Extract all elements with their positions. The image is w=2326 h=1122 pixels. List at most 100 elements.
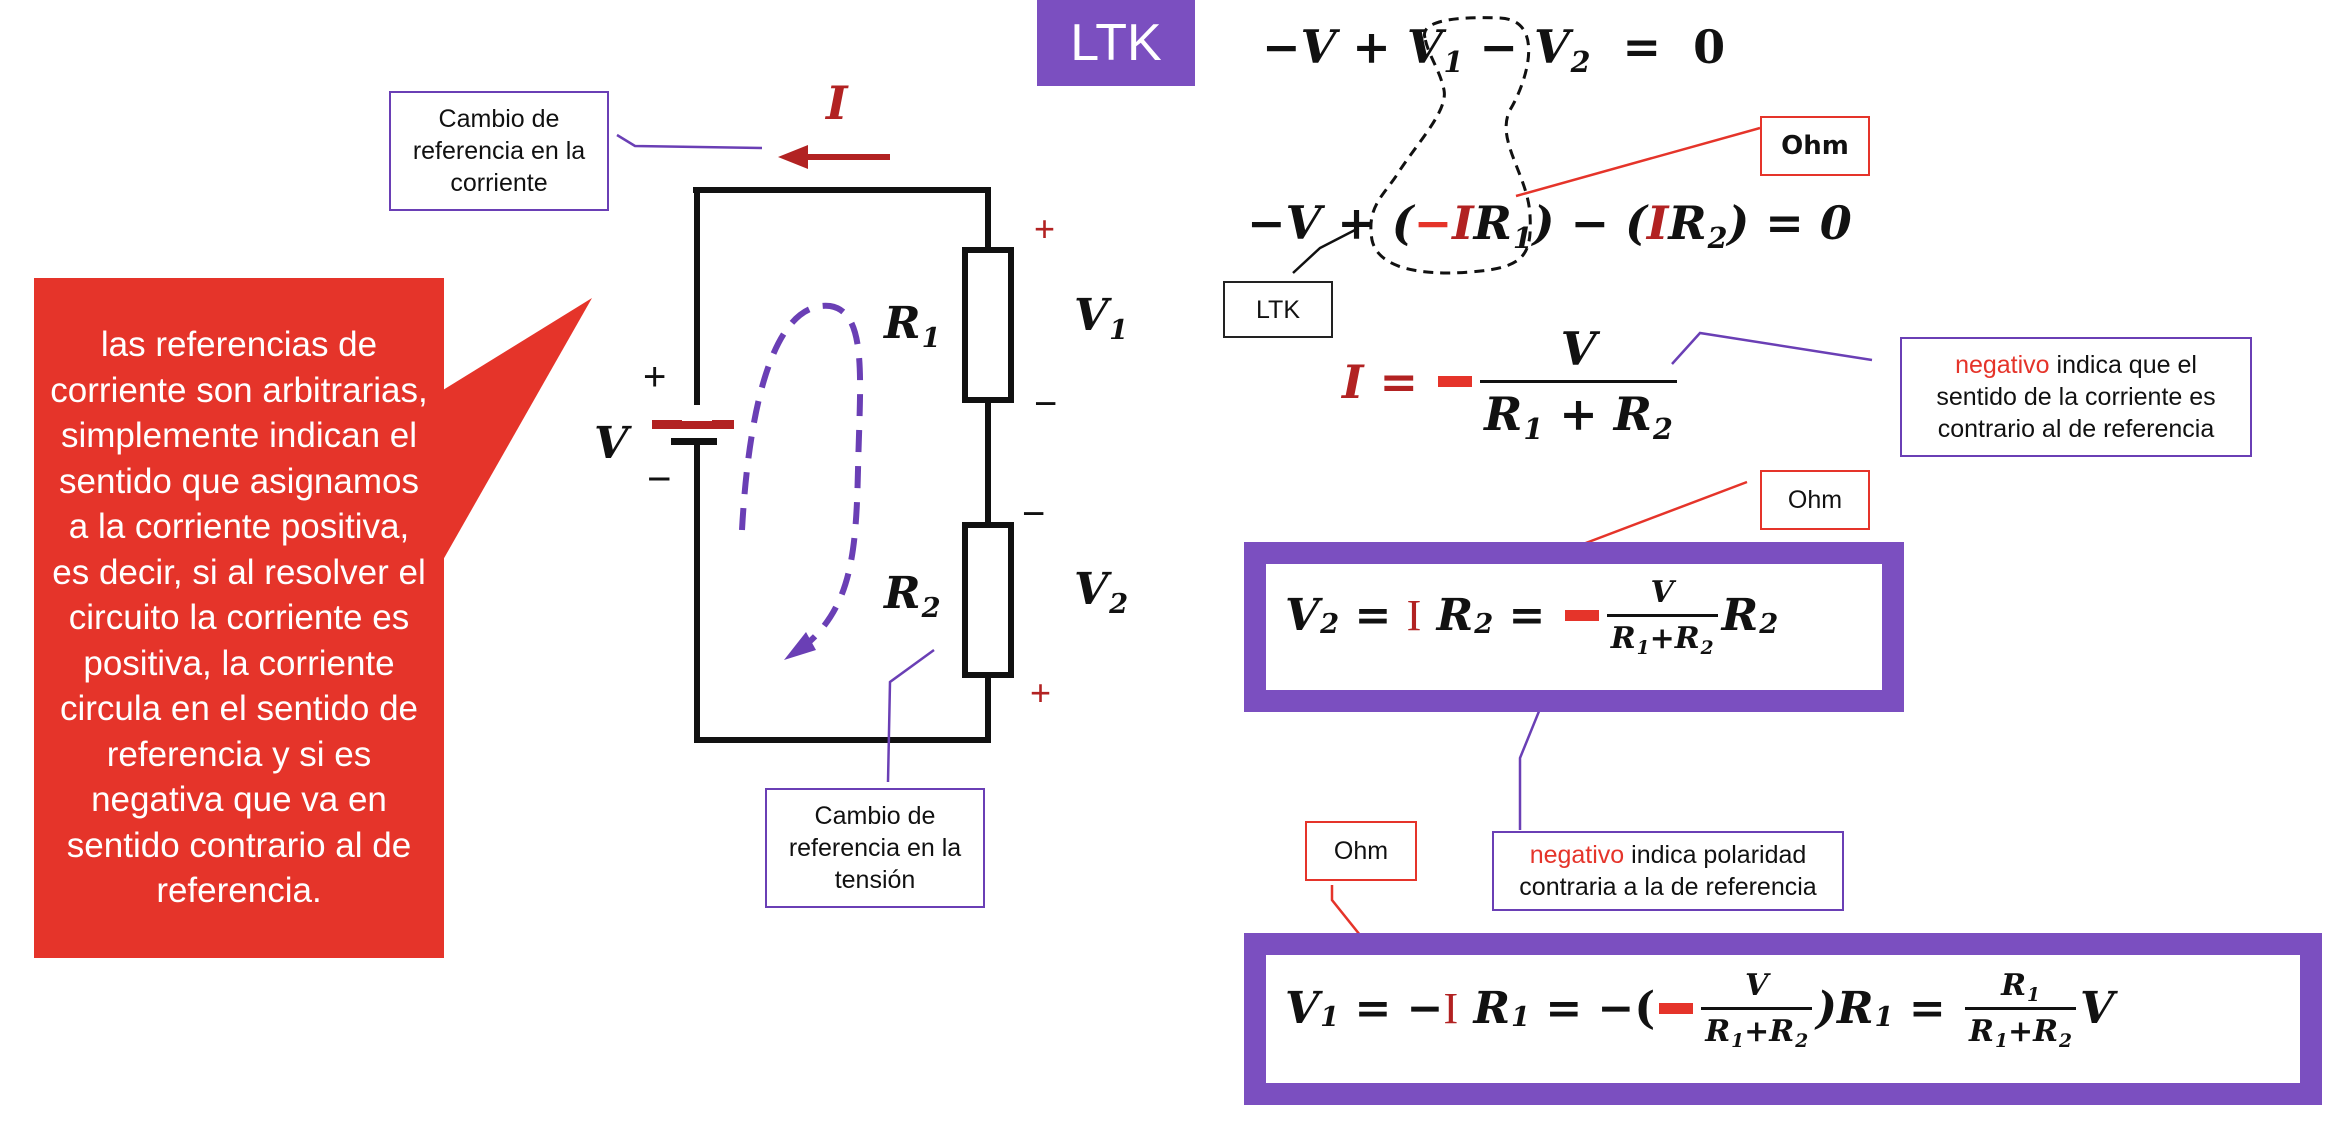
eq5-negative-dash — [1659, 1003, 1694, 1014]
eq5-den: R1+R2 — [1701, 1010, 1812, 1052]
r2-minus: − — [1022, 492, 1046, 536]
eq2-i: I — [1452, 196, 1474, 250]
eq1-part-b: − — [1463, 20, 1534, 74]
eq2-i2: I — [1646, 196, 1669, 250]
r2-plus: + — [1030, 672, 1052, 713]
r2-letter: R — [884, 568, 921, 619]
eq5-den-plus: +R — [1744, 1014, 1795, 1049]
eq4-lhs-sub: 2 — [1320, 608, 1340, 641]
note-current-reference: Cambio de referencia en la corriente — [389, 91, 609, 211]
eq4-eq2: = — [1493, 590, 1561, 641]
eq4-i: I — [1406, 591, 1422, 640]
eq3-fraction: V R1 + R2 — [1480, 322, 1677, 446]
eq4-r-sub: 2 — [1474, 608, 1494, 641]
note-ltk: LTK — [1223, 281, 1333, 338]
eq4-den: R1+R2 — [1607, 617, 1718, 659]
eq5-r-sub: 1 — [1511, 1001, 1531, 1034]
eq5-num2: R1 — [1965, 968, 2076, 1010]
equation-kvl: −V + V1 − V2 = 0 — [1262, 20, 1725, 79]
source-plus: + — [643, 355, 667, 399]
eq3-i: I — [1342, 354, 1364, 409]
r1-plus: + — [1034, 208, 1056, 249]
eq5-num2-sub: 1 — [2027, 984, 2040, 1006]
eq3-eq: = — [1363, 354, 1435, 409]
eq3-negative-dash — [1438, 376, 1473, 387]
eq3-den-sub1: 1 — [1523, 412, 1544, 447]
r1-minus: − — [1034, 382, 1058, 426]
eq2-r1: R — [1473, 196, 1512, 250]
v2-letter: V — [1074, 564, 1109, 615]
frame-v2-inner — [1266, 564, 1882, 690]
eq2-r2-sub: 2 — [1707, 221, 1728, 256]
eq2-part-c: ) = 0 — [1727, 196, 1852, 250]
eq4-tail: R — [1721, 590, 1759, 641]
eq5-tail: V — [2079, 983, 2115, 1034]
note-ohm-1-text: Ohm — [1787, 486, 1843, 514]
eq4-eq: = — [1339, 590, 1407, 641]
eq2-part-b: ) − ( — [1532, 196, 1647, 250]
v1-label: V1 — [1074, 290, 1128, 346]
eq5-lhs: V — [1285, 983, 1320, 1034]
r2-sub: 2 — [921, 591, 941, 624]
eq4-den-plus: +R — [1649, 621, 1700, 656]
eq5-fraction: V R1+R2 — [1701, 968, 1813, 1052]
eq2-r1-sub: 1 — [1512, 221, 1533, 256]
eq4-negative-dash — [1564, 610, 1599, 621]
eq5-eq: = − — [1339, 983, 1444, 1034]
r1-letter: R — [884, 298, 921, 349]
eq3-den-sub2: 2 — [1653, 412, 1673, 447]
eq5-close-sub: 1 — [1874, 1001, 1894, 1034]
ltk-tag: LTK — [1037, 0, 1195, 86]
v1-sub: 1 — [1109, 313, 1129, 346]
eq4-tail-sub: 2 — [1759, 608, 1779, 641]
eq2-neg: − — [1413, 196, 1453, 250]
eq5-r: R — [1458, 983, 1511, 1034]
eq5-den2-r: R — [1969, 1014, 1994, 1049]
loop-path — [739, 302, 864, 653]
v2-label: V2 — [1074, 564, 1128, 620]
v1-letter: V — [1074, 290, 1109, 341]
explanation-callout: las referencias de corriente son arbitra… — [34, 278, 444, 958]
eq5-den2-sub1: 1 — [1994, 1030, 2008, 1052]
note-ohm-1: Ohm — [1760, 470, 1870, 530]
eq5-den-sub2: 2 — [1795, 1030, 1809, 1052]
equation-kvl-ohm: −V + (−IR1) − (IR2) = 0 — [1247, 196, 1852, 255]
note-current-reference-text: Cambio de referencia en la corriente — [412, 105, 586, 197]
eq5-eq2: = −( — [1530, 983, 1656, 1034]
eq5-i: I — [1443, 984, 1459, 1033]
eq4-den-sub2: 2 — [1700, 637, 1714, 659]
eq2-part-a: −V + ( — [1247, 196, 1414, 250]
note-ohm-bold-text: Ohm — [1781, 131, 1849, 161]
eq5-fraction-2: R1 R1+R2 — [1965, 968, 2076, 1052]
negative-current-rest: indica que el sentido de la corriente es… — [1936, 351, 2216, 443]
note-ohm-bold: Ohm — [1760, 116, 1870, 176]
frame-v1 — [1244, 933, 2322, 1105]
eq2-r2: R — [1668, 196, 1707, 250]
negative-word: negativo — [1955, 351, 2050, 379]
note-ohm-2: Ohm — [1305, 821, 1417, 881]
note-negative-current-text: negativo indica que el sentido de la cor… — [1912, 349, 2240, 445]
note-negative-current: negativo indica que el sentido de la cor… — [1900, 337, 2252, 457]
eq3-den-plus: + R — [1543, 387, 1652, 441]
note-ltk-text: LTK — [1256, 295, 1300, 324]
eq5-close: )R — [1816, 983, 1874, 1034]
eq4-den-r: R — [1610, 621, 1636, 656]
eq4-lhs: V — [1285, 590, 1320, 641]
eq5-lhs-sub: 1 — [1320, 1001, 1340, 1034]
negative-polarity-rest: indica polaridad contraria a la de refer… — [1519, 841, 1817, 901]
frame-v2 — [1244, 542, 1904, 712]
eq5-den-r: R — [1705, 1014, 1731, 1049]
current-label: I — [826, 76, 848, 130]
negative-word-2: negativo — [1529, 841, 1625, 869]
r1-sub: 1 — [921, 321, 941, 354]
eq1-v2: V — [1533, 20, 1570, 74]
eq3-den: R1 + R2 — [1480, 383, 1677, 446]
note-negative-polarity-text: negativo indica polaridad contraria a la… — [1504, 839, 1832, 903]
eq1-v1-sub: 1 — [1443, 45, 1464, 80]
eq4-fraction: V R1+R2 — [1606, 575, 1718, 659]
frame-v1-inner — [1266, 955, 2300, 1083]
equation-current: I = V R1 + R2 — [1342, 322, 1681, 446]
